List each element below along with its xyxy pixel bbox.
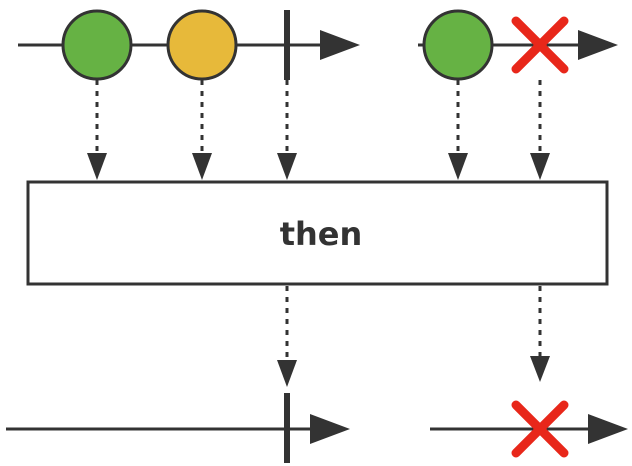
input-timeline-1-arrowhead-icon xyxy=(320,30,360,60)
dashed-arrow-head-icon xyxy=(530,356,550,382)
dashed-arrow-head-icon xyxy=(277,153,297,180)
output-timeline-1-arrowhead-icon xyxy=(310,414,350,444)
dashed-arrow-error-out xyxy=(530,286,550,382)
error-x-input-icon xyxy=(511,16,569,74)
output-timeline-1 xyxy=(6,414,350,444)
dashed-arrow-complete-out xyxy=(277,286,297,387)
dashed-arrow-head-icon xyxy=(87,153,107,180)
dashed-arrow-green-2 xyxy=(448,80,468,180)
operator-box-rect xyxy=(26,180,609,286)
marble-green-2-icon xyxy=(422,9,494,81)
operator-to-output-arrows xyxy=(277,286,550,387)
operator-box: then xyxy=(26,180,609,286)
dashed-arrow-head-icon xyxy=(530,153,550,180)
output-timeline-2-arrowhead-icon xyxy=(588,414,628,444)
dashed-arrow-complete-in xyxy=(277,80,297,180)
dashed-arrow-error-in xyxy=(530,80,550,180)
marble-green-1-icon xyxy=(61,9,133,81)
dashed-arrow-head-icon xyxy=(277,360,297,387)
marble-yellow-icon xyxy=(166,9,238,81)
dashed-arrow-head-icon xyxy=(192,153,212,180)
dashed-arrow-yellow xyxy=(192,80,212,180)
dashed-arrow-head-icon xyxy=(448,153,468,180)
input-to-operator-arrows xyxy=(87,80,550,180)
output-timeline-2 xyxy=(430,414,628,444)
dashed-arrow-green-1 xyxy=(87,80,107,180)
operator-label: then xyxy=(280,215,363,253)
error-x-output-icon xyxy=(511,400,569,458)
input-timeline-2-arrowhead-icon xyxy=(578,30,618,60)
